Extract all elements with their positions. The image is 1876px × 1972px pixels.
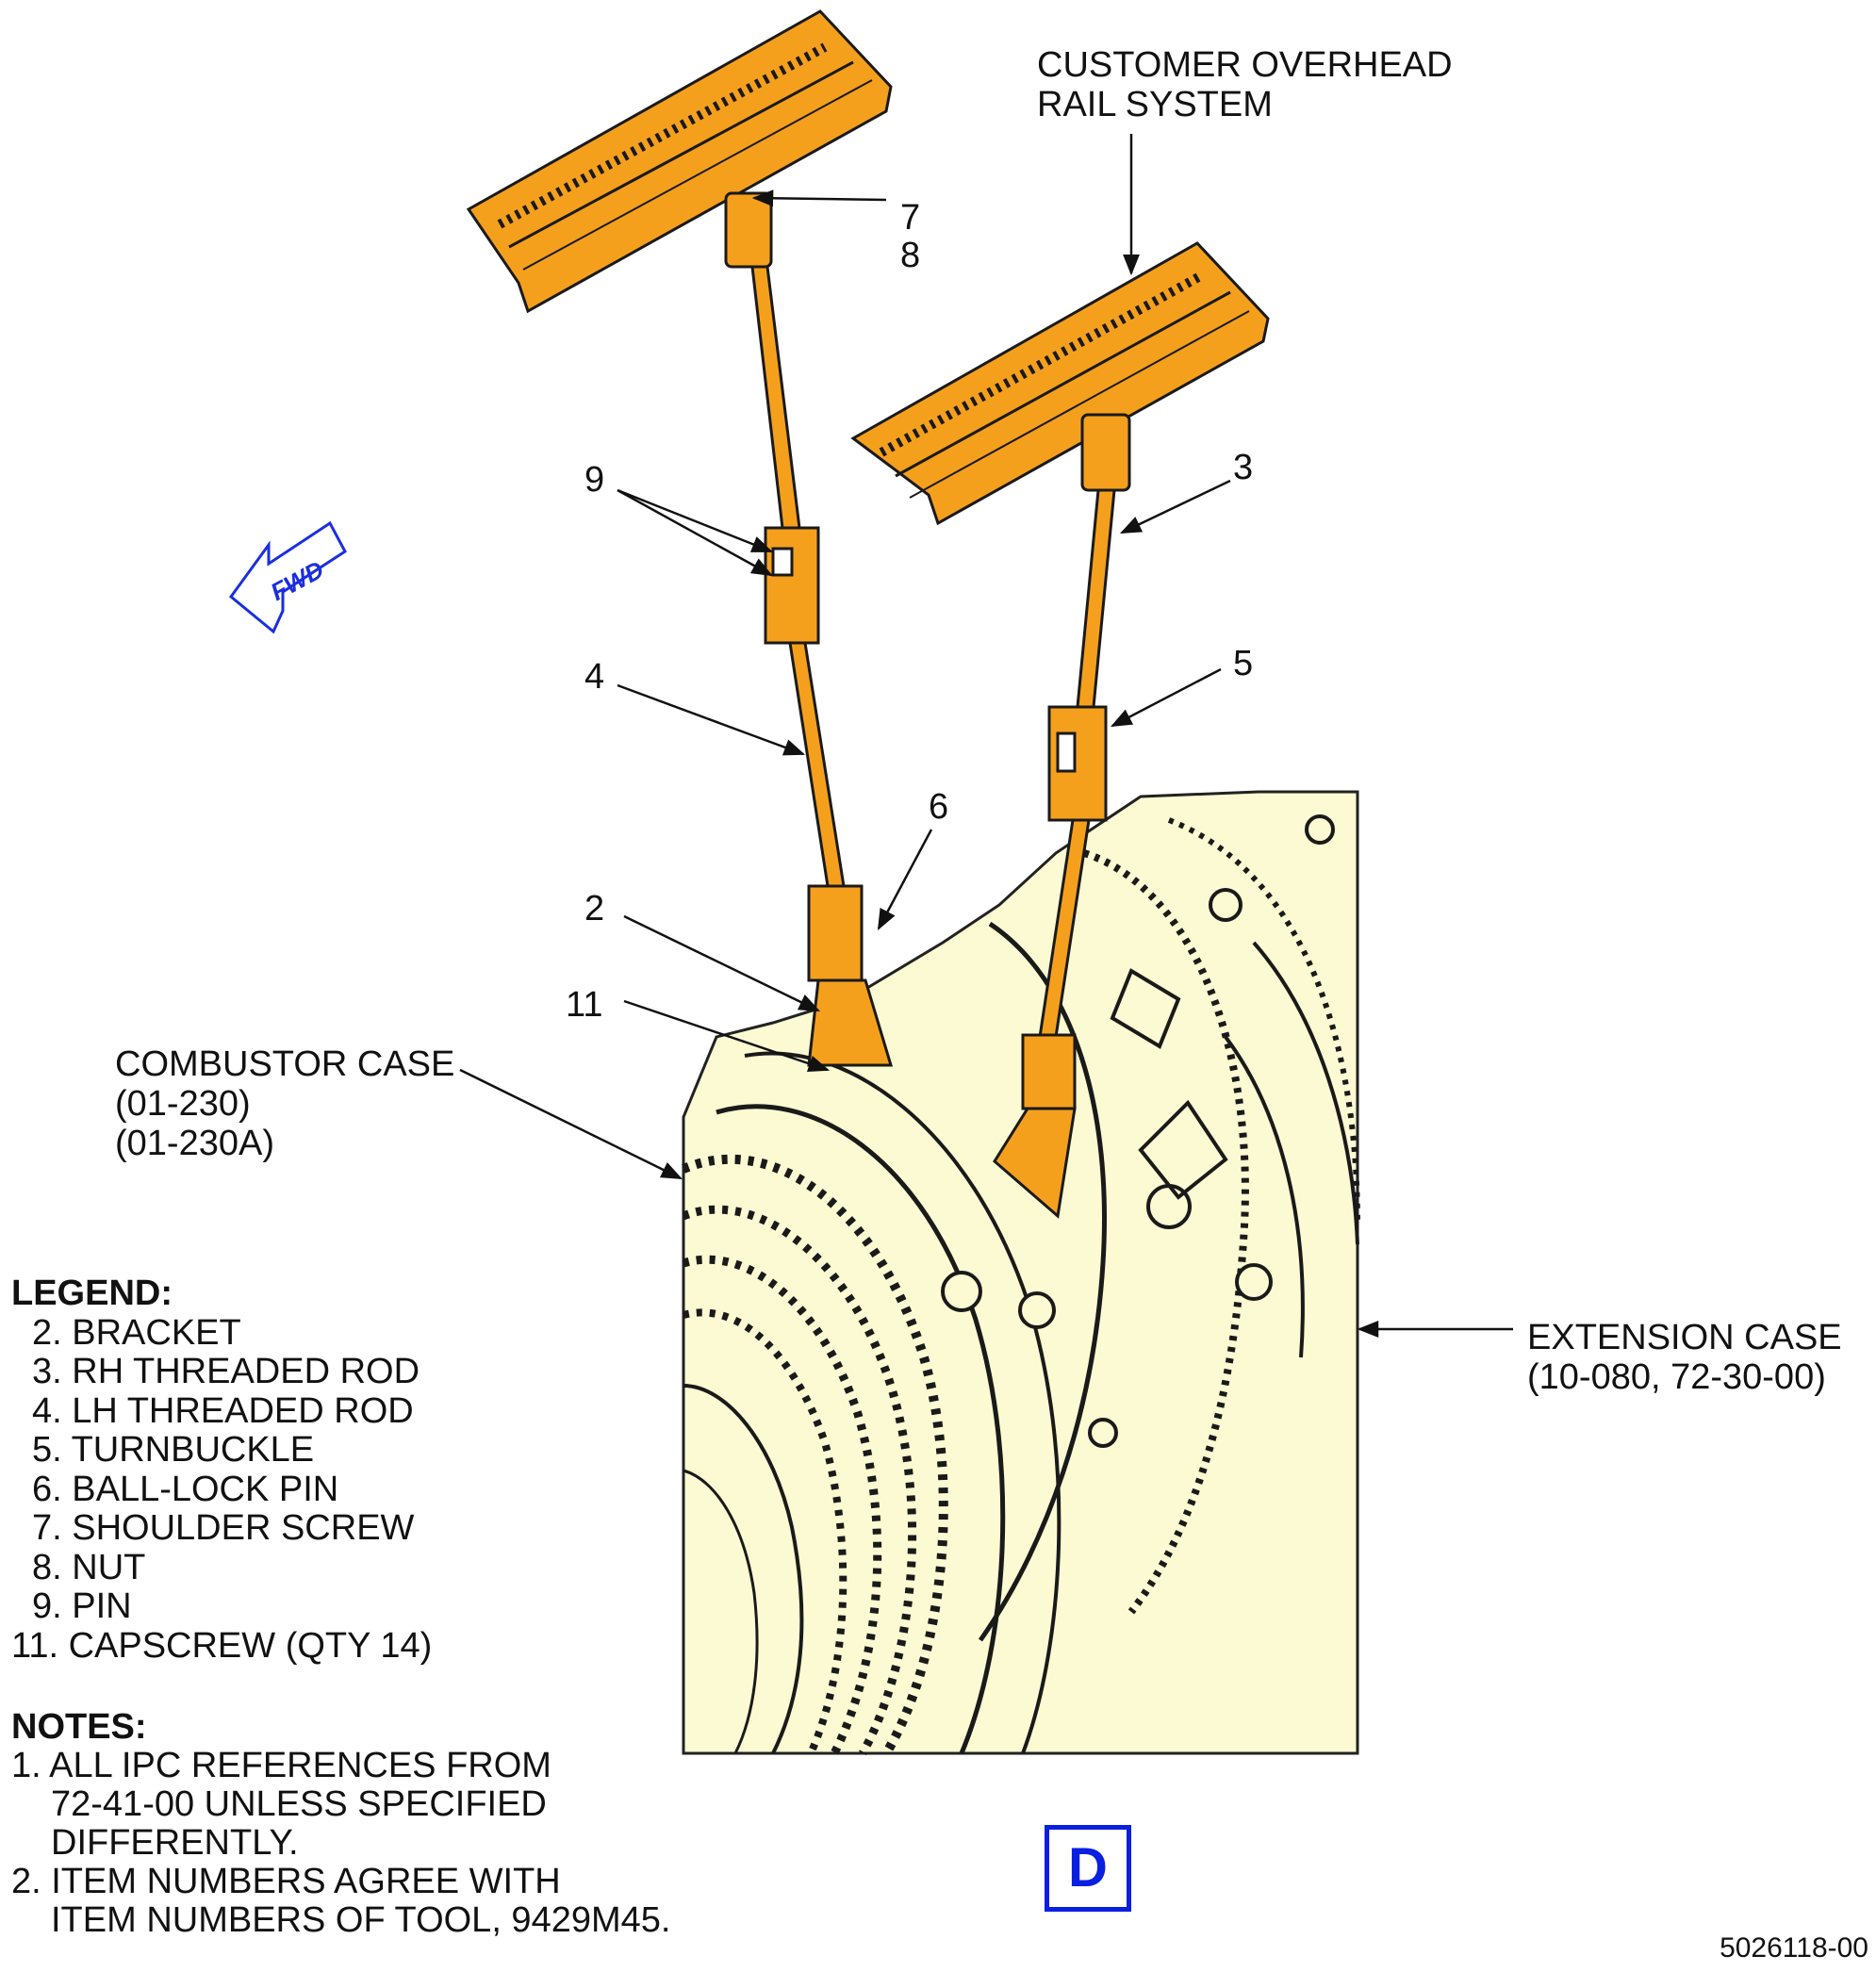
left-overhead-rail xyxy=(466,9,893,314)
legend-item: 4. LH THREADED ROD xyxy=(32,1390,414,1431)
legend-item: 2. BRACKET xyxy=(32,1312,241,1353)
legend-item: 11. CAPSCREW (QTY 14) xyxy=(11,1625,433,1666)
pin-block xyxy=(764,526,820,645)
note-1-line-3: DIFFERENTLY. xyxy=(51,1823,299,1863)
extension-label-line1: EXTENSION CASE xyxy=(1527,1318,1842,1357)
extension-case xyxy=(941,814,1360,1642)
legend-item: 7. SHOULDER SCREW xyxy=(32,1508,415,1548)
shoulder-screw-clevis xyxy=(724,191,773,269)
customer-rail-label-line2: RAIL SYSTEM xyxy=(1037,85,1273,124)
figure-number: 5026118-00 xyxy=(1720,1932,1868,1964)
item-callout-11: 11 xyxy=(566,985,603,1025)
item-callout-5: 5 xyxy=(1233,644,1254,683)
fwd-arrow-icon: FWD xyxy=(228,520,347,634)
view-label: D xyxy=(1045,1825,1131,1912)
lh-threaded-rod xyxy=(788,641,846,888)
extension-label-line2: (10-080, 72-30-00) xyxy=(1527,1357,1826,1397)
item-callout-4: 4 xyxy=(584,657,605,697)
engine-assembly xyxy=(682,790,1360,1756)
note-1-line-1: 1. ALL IPC REFERENCES FROM xyxy=(11,1746,551,1785)
combustor-label-line1: COMBUSTOR CASE xyxy=(115,1044,455,1084)
note-2-line-1: 2. ITEM NUMBERS AGREE WITH xyxy=(11,1862,561,1901)
notes: NOTES: 1. ALL IPC REFERENCES FROM 72-41-… xyxy=(11,1708,670,1940)
legend: LEGEND: 2. BRACKET 3. RH THREADED ROD 4.… xyxy=(11,1274,432,1666)
customer-rail-label-line1: CUSTOMER OVERHEAD xyxy=(1037,45,1453,85)
leader-lines xyxy=(459,134,1513,1338)
left-hanger-assembly xyxy=(724,191,894,1067)
item-callout-8: 8 xyxy=(900,236,921,275)
item-callout-2: 2 xyxy=(584,889,605,928)
legend-item: 3. RH THREADED ROD xyxy=(32,1352,420,1391)
bracket-2 xyxy=(807,978,894,1067)
item-callout-7: 7 xyxy=(900,198,921,238)
legend-title: LEGEND: xyxy=(11,1274,173,1313)
combustor-case xyxy=(682,1051,1061,1756)
legend-item: 9. PIN xyxy=(32,1586,132,1626)
note-1-line-2: 72-41-00 UNLESS SPECIFIED xyxy=(51,1784,547,1824)
item-callout-6: 6 xyxy=(929,787,949,827)
item-callout-9: 9 xyxy=(584,460,605,500)
right-clevis xyxy=(1080,413,1131,492)
combustor-label-line3: (01-230A) xyxy=(115,1124,274,1163)
legend-item: 8. NUT xyxy=(32,1547,146,1587)
legend-item: 6. BALL-LOCK PIN xyxy=(32,1469,339,1509)
lower-clevis xyxy=(807,884,864,982)
upper-left-rod xyxy=(750,265,801,530)
combustor-label-line2: (01-230) xyxy=(115,1084,251,1124)
notes-title: NOTES: xyxy=(11,1707,147,1747)
item-callout-3: 3 xyxy=(1233,448,1254,487)
right-overhead-rail xyxy=(850,241,1270,526)
right-hanger-assembly xyxy=(993,413,1131,1219)
note-2-line-2: ITEM NUMBERS OF TOOL, 9429M45. xyxy=(51,1900,671,1940)
legend-item: 5. TURNBUCKLE xyxy=(32,1430,315,1470)
right-lower-clevis xyxy=(1021,1033,1077,1110)
rh-threaded-rod xyxy=(1076,488,1116,709)
right-bracket xyxy=(993,1107,1077,1219)
